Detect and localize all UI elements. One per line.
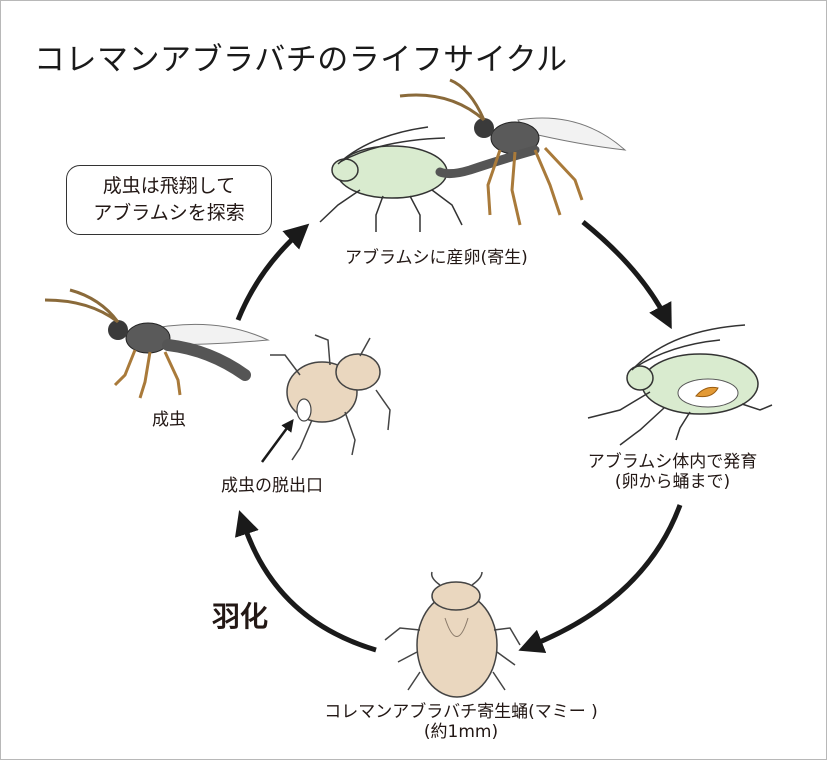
label-exit-hole: 成虫の脱出口 — [221, 476, 323, 496]
label-hatching: 羽化 — [212, 600, 269, 633]
wasp-ovipositing — [399, 78, 627, 226]
exit-hole-pointer-arrow — [260, 418, 294, 463]
label-oviposition: アブラムシに産卵(寄生) — [345, 248, 528, 268]
callout-line-1: 成虫は飛翔して — [102, 175, 236, 197]
label-mummy: コレマンアブラバチ寄生蛹(マミー ) (約1mm) — [296, 702, 626, 743]
page-title: コレマンアブラバチのライフサイクル — [34, 42, 568, 78]
label-development-line-2: (卵から蛹まで) — [614, 472, 731, 493]
cycle-arrow-development-to-mummy — [518, 504, 683, 653]
cycle-arrow-mummy-to-exit — [235, 510, 377, 653]
label-development-line-1: アブラムシ体内で発育 — [587, 452, 758, 472]
label-mummy-line-2: (約1mm) — [423, 722, 499, 743]
callout-line-2: アブラムシを探索 — [93, 202, 245, 224]
adult-wasp — [44, 288, 270, 399]
aphid-oviposition — [319, 126, 463, 232]
search-callout: 成虫は飛翔して アブラムシを探索 — [66, 165, 272, 235]
mummy — [384, 571, 521, 698]
aphid-with-larva — [587, 324, 773, 446]
label-mummy-line-1: コレマンアブラバチ寄生蛹(マミー ) — [324, 702, 598, 722]
label-adult: 成虫 — [152, 410, 186, 430]
cycle-arrow-adult-to-oviposition — [235, 223, 310, 321]
label-development: アブラムシ体内で発育 (卵から蛹まで) — [570, 452, 775, 493]
cycle-arrow-oviposition-to-development — [581, 220, 672, 330]
mummy-with-exit-hole — [270, 334, 391, 461]
